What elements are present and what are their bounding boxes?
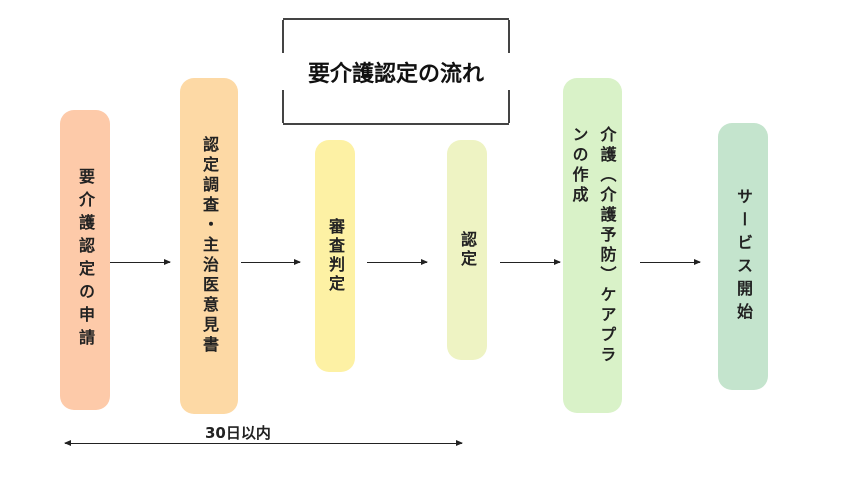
step-service-start: サービス開始 bbox=[718, 123, 768, 390]
arrow-right bbox=[241, 259, 301, 265]
step-label: 認定 bbox=[458, 231, 477, 269]
step-label: 審査判定 bbox=[326, 218, 345, 294]
diagram-title: 要介護認定の流れ bbox=[270, 56, 522, 88]
arrow-right bbox=[110, 259, 171, 265]
step-survey: 認定調査・主治医意見書 bbox=[180, 78, 238, 414]
step-label: サービス開始 bbox=[734, 187, 753, 326]
period-double-arrow bbox=[64, 440, 463, 446]
step-certification: 認定 bbox=[447, 140, 487, 360]
step-careplan: 介護（介護予防）ケアプランの作成 bbox=[563, 78, 622, 413]
step-application: 要介護認定の申請 bbox=[60, 110, 110, 410]
period-label: 30日以内 bbox=[205, 424, 271, 442]
step-label: 介護（介護予防）ケアプランの作成 bbox=[569, 125, 617, 366]
step-label: 要介護認定の申請 bbox=[76, 168, 95, 352]
step-label: 認定調査・主治医意見書 bbox=[200, 136, 219, 356]
arrow-right bbox=[367, 259, 428, 265]
step-review: 審査判定 bbox=[315, 140, 355, 372]
arrow-right bbox=[640, 259, 701, 265]
arrow-right bbox=[500, 259, 561, 265]
